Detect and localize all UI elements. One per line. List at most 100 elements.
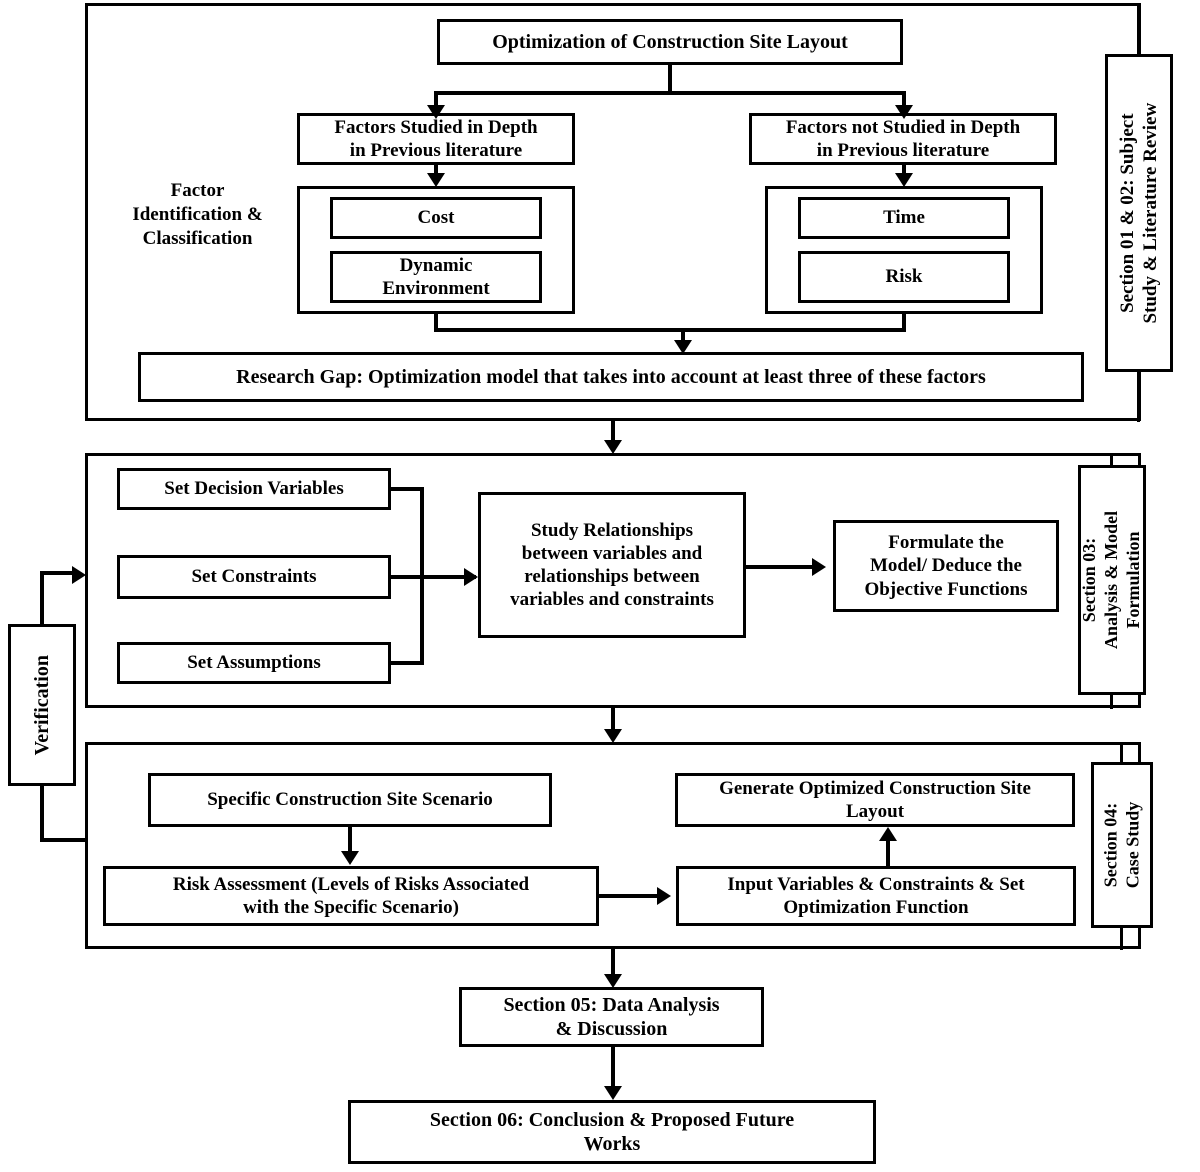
risk-to-inputvars-line: [599, 894, 661, 898]
factor-risk-box: Risk: [798, 251, 1010, 303]
merge-center-drop: [681, 328, 685, 342]
risk-assessment-line1: Risk Assessment (Levels of Risks Associa…: [172, 873, 530, 895]
formulate-model-line2: Model/ Deduce the: [870, 555, 1022, 577]
tab-connector-bottom-04: [1120, 926, 1123, 950]
scenario-to-risk-line: [348, 827, 352, 854]
factor-identification-line2: Identification &: [132, 204, 263, 226]
section-tab-03-line3: Formulation: [1122, 531, 1143, 629]
tab-connector-top-03: [1110, 453, 1113, 467]
s04-to-s05-line: [611, 949, 615, 977]
section-tab-04-line2: Case Study: [1122, 801, 1142, 889]
section-tab-01-02: Section 01 & 02: Subject Study & Literat…: [1105, 54, 1173, 372]
factor-time-label: Time: [883, 207, 925, 229]
section-tab-03: Section 03: Analysis & Model Formulation: [1078, 465, 1146, 695]
section-05-line2: & Discussion: [555, 1018, 668, 1040]
tab-connector-bottom-0102: [1137, 370, 1140, 422]
section-tab-01-02-line2: Study & Literature Review: [1140, 102, 1162, 324]
verification-up-horizontal: [40, 571, 76, 575]
s03-to-s04-line: [611, 708, 615, 732]
bracket-top-stub: [391, 487, 424, 491]
factor-dynamic-environment-line1: Dynamic: [399, 254, 473, 276]
section-tab-03-line2: Analysis & Model: [1101, 510, 1122, 649]
verification-down-horizontal: [40, 838, 88, 842]
formulate-model-line1: Formulate the: [888, 532, 1004, 554]
input-variables-line1: Input Variables & Constraints & Set: [727, 873, 1025, 895]
formulate-model-line3: Objective Functions: [864, 578, 1028, 600]
set-constraints-box: Set Constraints: [117, 555, 391, 599]
left-branch-header: Factors Studied in Depth in Previous lit…: [297, 113, 575, 165]
left-group-down-line: [434, 314, 438, 332]
tab-connector-top-0102: [1137, 3, 1140, 56]
section-05-box: Section 05: Data Analysis & Discussion: [459, 987, 764, 1047]
set-decision-variables-box: Set Decision Variables: [117, 468, 391, 510]
arrow-risk-to-inputvars: [657, 887, 671, 905]
section-06-line1: Section 06: Conclusion & Proposed Future: [429, 1108, 795, 1131]
verification-down-line: [40, 784, 44, 842]
specific-scenario-label: Specific Construction Site Scenario: [207, 789, 493, 811]
tab-connector-top-04: [1120, 742, 1123, 764]
verification-label: Verification: [30, 654, 53, 756]
arrow-to-research-gap: [674, 340, 692, 354]
risk-assessment-box: Risk Assessment (Levels of Risks Associa…: [103, 866, 599, 926]
factor-dynamic-environment-line2: Environment: [382, 278, 490, 299]
set-decision-variables-label: Set Decision Variables: [164, 478, 344, 500]
arrow-scenario-to-risk: [341, 851, 359, 865]
right-header-down-line: [902, 165, 906, 175]
arrow-to-right-branch: [895, 105, 913, 119]
generate-layout-line2: Layout: [845, 801, 905, 822]
arrow-right-header-to-group: [895, 173, 913, 187]
left-factor-group: [297, 186, 575, 314]
section-tab-04: Section 04: Case Study: [1091, 762, 1153, 928]
set-assumptions-box: Set Assumptions: [117, 642, 391, 684]
study-relationships-line4: variables and constraints: [510, 589, 714, 611]
section-06-box: Section 06: Conclusion & Proposed Future…: [348, 1100, 876, 1164]
generate-layout-line1: Generate Optimized Construction Site: [719, 777, 1031, 799]
study-relationships-line3: relationships between: [524, 566, 700, 587]
study-relationships-box: Study Relationships between variables an…: [478, 492, 746, 638]
set-assumptions-label: Set Assumptions: [187, 652, 321, 674]
arrow-verification-into-s03: [72, 566, 86, 584]
s12-to-s03-line: [611, 421, 615, 443]
factor-cost-box: Cost: [330, 197, 542, 239]
root-down-line: [668, 65, 672, 93]
factor-identification-line3: Classification: [142, 227, 253, 249]
section-05-line1: Section 05: Data Analysis: [503, 993, 720, 1016]
right-group-down-line: [902, 314, 906, 332]
left-branch-header-line2: in Previous literature: [349, 140, 523, 161]
study-relationships-line1: Study Relationships: [530, 519, 694, 541]
arrow-s03-to-s04: [604, 729, 622, 743]
left-header-down-line: [434, 165, 438, 175]
split-left-drop: [434, 91, 438, 107]
arrow-s05-to-s06: [604, 1086, 622, 1100]
section-tab-04-line1: Section 04:: [1100, 802, 1121, 888]
root-box-label: Optimization of Construction Site Layout: [492, 30, 848, 53]
study-relationships-line2: between variables and: [521, 542, 703, 564]
arrow-inputvars-to-generate: [879, 827, 897, 841]
right-branch-header: Factors not Studied in Depth in Previous…: [749, 113, 1057, 165]
left-branch-header-line1: Factors Studied in Depth: [334, 116, 538, 138]
arrow-to-left-branch: [427, 105, 445, 119]
research-gap-box: Research Gap: Optimization model that ta…: [138, 352, 1084, 402]
tab-connector-bottom-03: [1110, 693, 1113, 709]
input-variables-box: Input Variables & Constraints & Set Opti…: [676, 866, 1076, 926]
inputvars-to-generate-line: [886, 840, 890, 866]
study-to-formulate-line: [746, 565, 818, 569]
verification-box: Verification: [8, 624, 76, 786]
arrow-s04-to-s05: [604, 974, 622, 988]
risk-assessment-line2: with the Specific Scenario): [243, 897, 459, 918]
arrow-left-header-to-group: [427, 173, 445, 187]
split-right-drop: [902, 91, 906, 107]
section-tab-03-line1: Section 03:: [1079, 537, 1100, 623]
right-branch-header-line1: Factors not Studied in Depth: [785, 116, 1021, 138]
section-06-line2: Works: [583, 1133, 641, 1155]
arrow-study-to-formulate: [812, 558, 826, 576]
root-box-optimization: Optimization of Construction Site Layout: [437, 19, 903, 65]
verification-up-line: [40, 573, 44, 626]
research-gap-label: Research Gap: Optimization model that ta…: [236, 365, 986, 388]
formulate-model-box: Formulate the Model/ Deduce the Objectiv…: [833, 520, 1059, 612]
factor-identification-label: Factor Identification & Classification: [105, 165, 290, 265]
set-constraints-label: Set Constraints: [191, 566, 317, 588]
factor-identification-line1: Factor: [170, 180, 225, 202]
factor-cost-label: Cost: [417, 207, 455, 229]
